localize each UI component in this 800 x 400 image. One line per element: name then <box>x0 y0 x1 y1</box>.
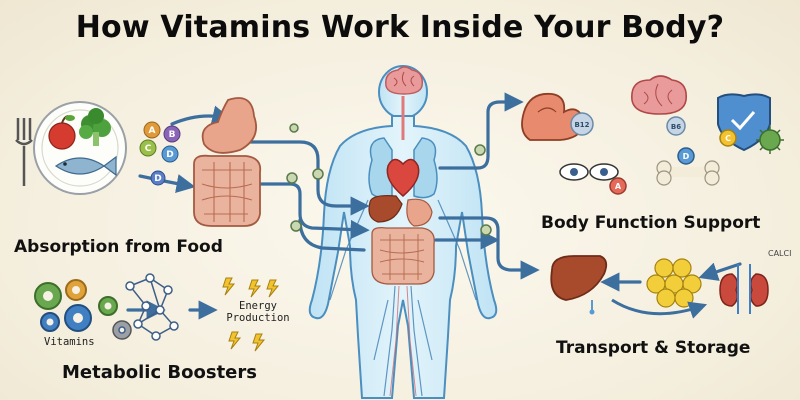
svg-text:D: D <box>683 152 690 161</box>
svg-text:D: D <box>166 150 173 160</box>
right-lung <box>413 137 438 199</box>
vitamin-c-bubble <box>139 139 157 157</box>
brain-b6-icon <box>631 75 688 115</box>
broccoli-icon <box>79 108 111 146</box>
svg-text:C: C <box>725 134 731 143</box>
calcium-label: CALCI <box>768 249 792 258</box>
liver-icon <box>368 195 403 223</box>
storage-liver-icon <box>550 255 608 301</box>
svg-text:B: B <box>169 130 176 140</box>
kidneys-icon <box>719 264 769 314</box>
section-label-absorption: Absorption from Food <box>14 237 223 257</box>
metabolic-section <box>34 273 280 352</box>
svg-text:D: D <box>154 174 161 184</box>
vitamins-label: Vitamins <box>44 336 95 348</box>
heart-icon <box>386 158 420 197</box>
pathway-nodes <box>286 123 492 236</box>
eyes-icon <box>559 163 619 181</box>
vitamins-to-gut-arrow <box>138 174 196 194</box>
absorption-section: A B C D D <box>15 97 262 227</box>
bone-icon <box>656 160 720 186</box>
fish-icon <box>54 155 117 177</box>
muscle-arm-icon <box>521 92 585 141</box>
human-body-figure <box>308 65 498 399</box>
vitamin-d-bubble <box>161 145 179 163</box>
page-title: How Vitamins Work Inside Your Body? <box>75 10 725 45</box>
body-function-section: B12 B6 C A D <box>521 75 784 195</box>
transport-section <box>550 255 769 319</box>
vitamin-a-bubble <box>143 121 161 139</box>
digestive-stomach-icon <box>201 97 258 154</box>
brain-icon <box>385 66 424 95</box>
energy-bolt-icons <box>222 277 280 352</box>
section-label-transport: Transport & Storage <box>556 338 751 358</box>
svg-text:C: C <box>145 144 152 154</box>
stomach-organ <box>406 198 433 227</box>
molecule-network-icon <box>112 273 179 341</box>
digestive-intestines-icon <box>193 154 262 227</box>
to-body-function-arrow <box>438 92 524 170</box>
apple-icon <box>48 122 76 150</box>
fork-icon <box>15 118 33 186</box>
intestines-organ <box>371 226 435 285</box>
energy-production-label: Energy Production <box>226 300 290 324</box>
svg-text:A: A <box>615 182 622 191</box>
svg-text:B6: B6 <box>671 123 681 131</box>
svg-text:B12: B12 <box>574 121 589 129</box>
vitamin-b-bubble <box>163 125 181 143</box>
section-label-metabolic: Metabolic Boosters <box>62 362 257 383</box>
section-label-body-function: Body Function Support <box>541 213 761 233</box>
svg-text:A: A <box>149 126 156 136</box>
fat-cells-icon <box>646 258 702 308</box>
gears-icon <box>34 279 118 332</box>
plate-icon <box>33 101 127 195</box>
